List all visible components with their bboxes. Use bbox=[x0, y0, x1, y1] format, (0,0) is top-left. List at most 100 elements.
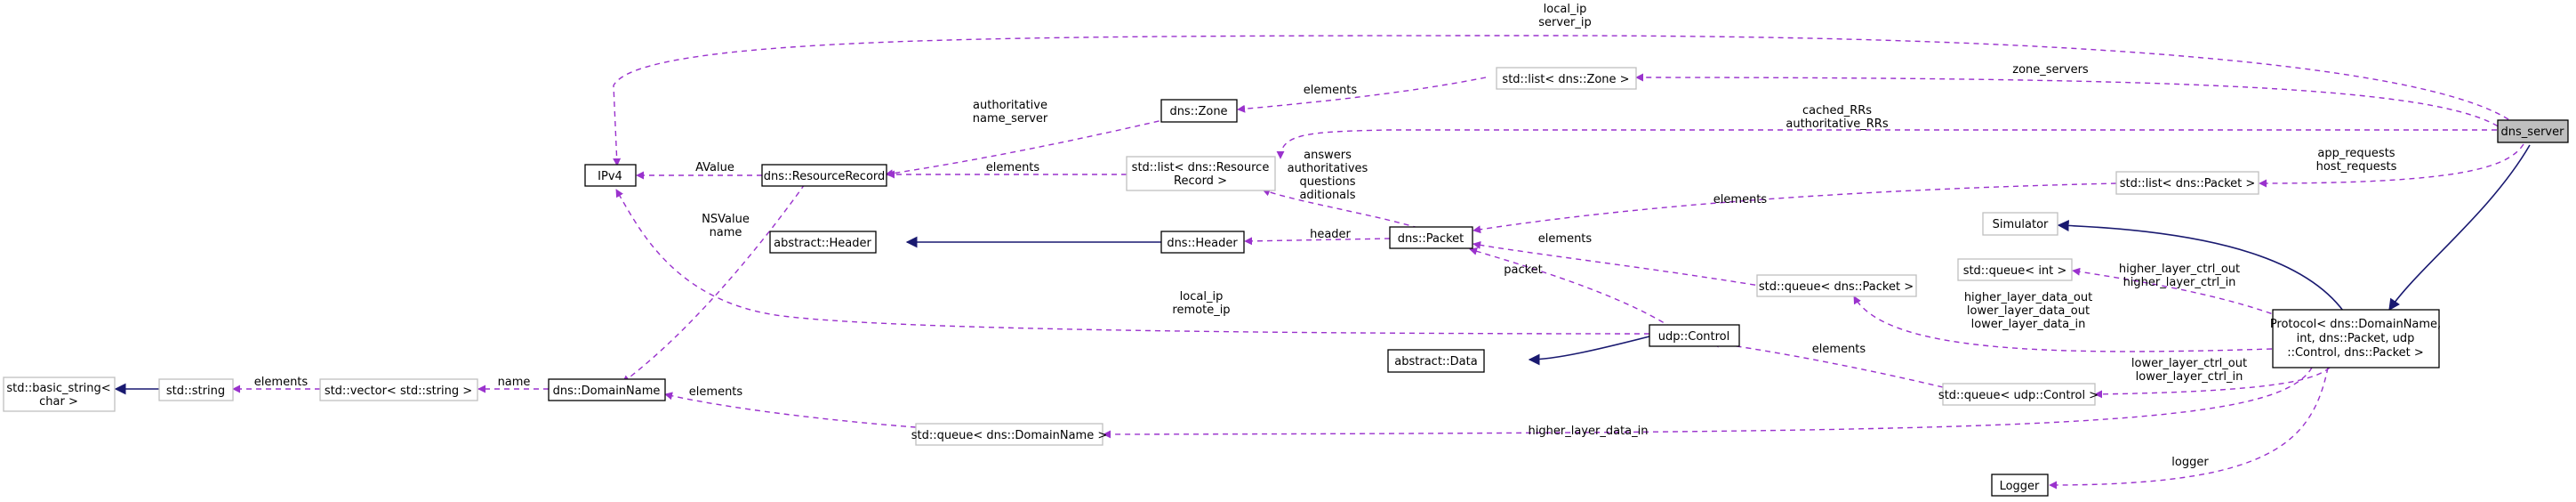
edge-cached-authoritative bbox=[1276, 129, 2497, 159]
node-std-queue-packet-label: std::queue< dns::Packet > bbox=[1759, 280, 1914, 294]
node-dns-server[interactable]: dns_server bbox=[2497, 119, 2569, 143]
label-header: header bbox=[1310, 228, 1351, 241]
label-higher-data-out: higher_layer_data_out bbox=[1964, 291, 2092, 304]
node-simulator[interactable]: Simulator bbox=[1982, 212, 2058, 236]
edge-higher-layer-data-in bbox=[1103, 367, 2313, 439]
node-dns-packet[interactable]: dns::Packet bbox=[1389, 226, 1473, 249]
edge-labels: local_ip server_ip zone_servers cached_R… bbox=[254, 3, 2397, 469]
node-udp-control[interactable]: udp::Control bbox=[1649, 324, 1740, 347]
edge-header bbox=[1244, 237, 1391, 246]
label-packet-list-elements: elements bbox=[1713, 193, 1768, 206]
node-abstract-data-label: abstract::Data bbox=[1394, 355, 1477, 368]
node-std-vector-string-label: std::vector< std::string > bbox=[325, 385, 472, 398]
label-questions: questions bbox=[1300, 175, 1356, 189]
edge-data-out-in bbox=[1853, 296, 2273, 352]
edge-inherit-simulator-protocol bbox=[2057, 219, 2348, 318]
node-std-queue-int[interactable]: std::queue< int > bbox=[1957, 258, 2073, 281]
label-higher-ctrl-in: higher_layer_ctrl_in bbox=[2123, 276, 2236, 289]
label-answers: answers bbox=[1304, 149, 1352, 162]
node-std-basic-string-label-2: char > bbox=[39, 395, 78, 409]
node-simulator-label: Simulator bbox=[1993, 218, 2049, 231]
node-logger[interactable]: Logger bbox=[1991, 474, 2049, 497]
node-std-queue-packet[interactable]: std::queue< dns::Packet > bbox=[1756, 274, 1917, 297]
node-dns-server-label: dns_server bbox=[2501, 126, 2565, 139]
label-lower-data-in: lower_layer_data_in bbox=[1971, 318, 2086, 331]
label-authoritatives: authoritatives bbox=[1288, 162, 1368, 175]
label-server-ip: server_ip bbox=[1538, 16, 1592, 29]
node-std-queue-int-label: std::queue< int > bbox=[1963, 264, 2067, 278]
label-app-requests: app_requests bbox=[2317, 147, 2395, 160]
edge-zone-servers bbox=[1635, 73, 2507, 133]
node-abstract-data[interactable]: abstract::Data bbox=[1387, 349, 1485, 373]
node-std-vector-string[interactable]: std::vector< std::string > bbox=[319, 378, 478, 401]
node-ipv4-label: IPv4 bbox=[598, 170, 622, 183]
node-std-basic-string-label-1: std::basic_string< bbox=[6, 382, 110, 395]
node-std-basic-string[interactable]: std::basic_string< char > bbox=[3, 376, 116, 412]
label-nsvalue-name: name bbox=[710, 226, 742, 239]
node-dns-zone-label: dns::Zone bbox=[1169, 105, 1227, 118]
edge-ctrl-out-in bbox=[2072, 267, 2291, 321]
node-dns-domain-name[interactable]: dns::DomainName bbox=[548, 378, 666, 401]
edge-domain-queue-elements bbox=[664, 392, 917, 428]
node-std-string[interactable]: std::string bbox=[158, 378, 234, 401]
node-std-list-rr-label-1: std::list< dns::Resource bbox=[1132, 161, 1270, 174]
label-local-ip-2: local_ip bbox=[1180, 290, 1224, 304]
label-name: name bbox=[498, 376, 531, 389]
label-lower-ctrl-out: lower_layer_ctrl_out bbox=[2131, 357, 2247, 370]
label-remote-ip: remote_ip bbox=[1172, 304, 1230, 317]
label-authoritative: authoritative bbox=[973, 99, 1047, 112]
label-host-requests: host_requests bbox=[2316, 160, 2397, 174]
label-higher-layer-data-in: higher_layer_data_in bbox=[1529, 425, 1649, 438]
node-protocol[interactable]: Protocol< dns::DomainName, int, dns::Pac… bbox=[2270, 309, 2441, 368]
node-std-queue-udp-control[interactable]: std::queue< udp::Control > bbox=[1938, 383, 2099, 406]
node-std-queue-domain-name-label: std::queue< dns::DomainName > bbox=[911, 429, 1107, 442]
label-zone-elements: elements bbox=[1304, 84, 1358, 97]
edge-authoritative-name-server bbox=[885, 116, 1179, 178]
node-std-string-label: std::string bbox=[166, 385, 225, 398]
node-dns-domain-name-label: dns::DomainName bbox=[553, 385, 661, 398]
label-avalue: AValue bbox=[695, 161, 734, 174]
label-local-ip: local_ip bbox=[1544, 3, 1587, 16]
node-protocol-label-1: Protocol< dns::DomainName, bbox=[2270, 318, 2441, 331]
edge-logger bbox=[2049, 367, 2329, 490]
node-dns-header[interactable]: dns::Header bbox=[1160, 231, 1245, 254]
edge-packet-queue-elements bbox=[1473, 240, 1766, 287]
edge-zone-elements bbox=[1237, 77, 1487, 113]
node-abstract-header-label: abstract::Header bbox=[774, 237, 871, 250]
node-protocol-label-3: ::Control, dns::Packet > bbox=[2287, 346, 2424, 360]
node-dns-header-label: dns::Header bbox=[1167, 237, 1238, 250]
edge-local-ip-server-ip bbox=[613, 35, 2524, 166]
label-aditionals: aditionals bbox=[1299, 189, 1355, 202]
label-packet: packet bbox=[1504, 263, 1543, 277]
label-rr-list-elements: elements bbox=[986, 161, 1040, 174]
edge-packet bbox=[1469, 247, 1673, 328]
node-logger-label: Logger bbox=[2000, 480, 2040, 493]
label-vector-elements: elements bbox=[254, 376, 309, 389]
edge-packet-sections bbox=[1262, 188, 1419, 229]
node-std-list-packet[interactable]: std::list< dns::Packet > bbox=[2115, 171, 2259, 195]
label-higher-ctrl-out: higher_layer_ctrl_out bbox=[2119, 263, 2240, 276]
node-std-queue-domain-name[interactable]: std::queue< dns::DomainName > bbox=[911, 423, 1107, 446]
label-nsvalue: NSValue bbox=[702, 213, 750, 226]
edges bbox=[114, 35, 2531, 490]
edge-app-host-requests bbox=[2259, 143, 2524, 188]
node-std-list-rr-label-2: Record > bbox=[1174, 174, 1227, 188]
label-logger: logger bbox=[2171, 456, 2209, 469]
label-domain-queue-elements: elements bbox=[689, 385, 743, 399]
node-std-list-resource-record[interactable]: std::list< dns::Resource Record > bbox=[1126, 156, 1276, 191]
label-udp-queue-elements: elements bbox=[1812, 343, 1866, 356]
node-std-list-zone[interactable]: std::list< dns::Zone > bbox=[1496, 67, 1637, 90]
node-udp-control-label: udp::Control bbox=[1658, 330, 1730, 344]
node-abstract-header[interactable]: abstract::Header bbox=[769, 231, 877, 254]
edge-inherit-control-abstract-data bbox=[1528, 336, 1650, 366]
node-dns-zone[interactable]: dns::Zone bbox=[1160, 99, 1238, 123]
label-cached-rrs: cached_RRs bbox=[1802, 104, 1872, 117]
label-zone-servers: zone_servers bbox=[2012, 63, 2089, 77]
node-dns-resource-record-label: dns::ResourceRecord bbox=[764, 170, 886, 183]
node-dns-packet-label: dns::Packet bbox=[1398, 232, 1465, 246]
node-std-list-zone-label: std::list< dns::Zone > bbox=[1502, 73, 1629, 86]
node-dns-resource-record[interactable]: dns::ResourceRecord bbox=[761, 164, 887, 187]
node-ipv4[interactable]: IPv4 bbox=[584, 164, 637, 187]
node-std-queue-udp-control-label: std::queue< udp::Control > bbox=[1938, 389, 2099, 402]
